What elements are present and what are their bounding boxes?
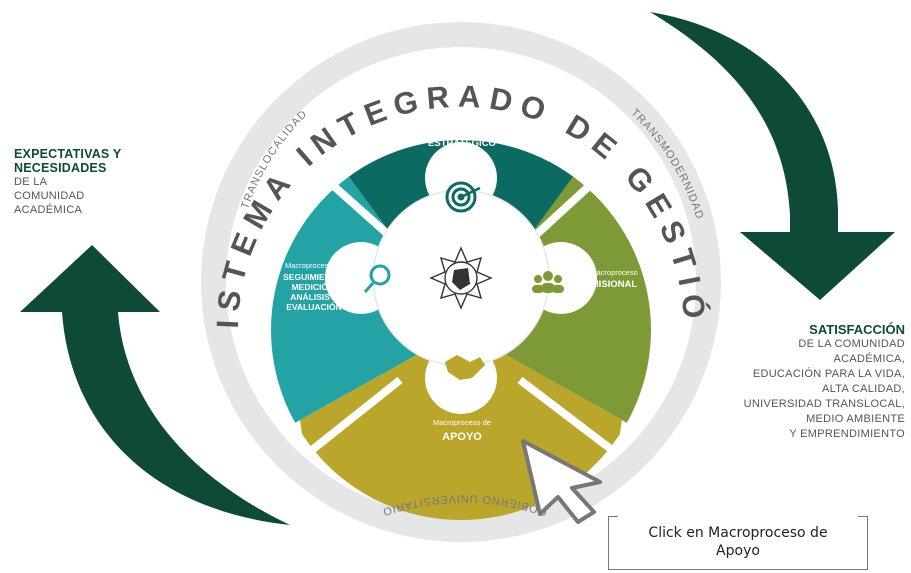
pointer-cursor-icon — [521, 439, 602, 524]
right-arrow — [650, 12, 895, 300]
expectations-text: EXPECTATIVAS Y NECESIDADES DE LA COMUNID… — [14, 147, 184, 217]
expectations-line-1: DE LA — [14, 176, 48, 188]
satisfaction-text: SATISFACCIÓN DE LA COMUNIDAD ACADÉMICA, … — [665, 322, 905, 442]
monitoring-line-4: EVALUACIÓN — [286, 301, 342, 312]
people-icon — [532, 271, 564, 293]
strategic-small-label: Macroproceso — [438, 127, 486, 136]
satisfaction-line-3: EDUCACIÓN PARA LA VIDA, — [752, 368, 905, 380]
tooltip-line-2: Apoyo — [716, 543, 760, 559]
monitoring-small-label: Macroproceso de — [285, 261, 343, 270]
support-name-label: APOYO — [442, 431, 482, 443]
satisfaction-line-7: Y EMPRENDIMIENTO — [789, 428, 905, 440]
expectations-title: EXPECTATIVAS Y NECESIDADES — [14, 147, 122, 175]
satisfaction-line-4: ALTA CALIDAD, — [822, 383, 905, 395]
sun-emblem-icon — [429, 246, 493, 310]
target-icon — [445, 181, 481, 213]
click-hint-tooltip: Click en Macroproceso de Apoyo — [608, 516, 868, 570]
satisfaction-title: SATISFACCIÓN — [809, 322, 905, 337]
monitoring-line-3: ANÁLISIS Y — [290, 292, 338, 302]
expectations-line-3: ACADÉMICA — [14, 204, 83, 216]
satisfaction-line-1: DE LA COMUNIDAD — [798, 338, 905, 350]
monitoring-line-2: MEDICIÓN, — [292, 281, 337, 292]
magnifier-icon — [363, 264, 391, 293]
satisfaction-line-2: ACADÉMICA, — [833, 353, 905, 365]
segment-dividers — [307, 162, 615, 454]
satisfaction-line-5: UNIVERSIDAD TRANSLOCAL, — [743, 398, 905, 410]
tooltip-line-1: Click en Macroproceso de — [648, 525, 828, 541]
strategic-name-label: ESTRATÉGICO — [428, 138, 496, 149]
missional-small-label: Macroproceso — [590, 268, 638, 277]
expectations-line-2: COMUNIDAD — [14, 190, 85, 202]
support-small-label: Macroproceso de — [433, 418, 491, 427]
left-arrow — [20, 245, 290, 525]
monitoring-line-1: SEGUIMIENTO, — [283, 272, 345, 282]
handshake-icon — [445, 355, 485, 380]
satisfaction-line-6: MEDIO AMBIENTE — [806, 413, 905, 425]
missional-name-label: MISIONAL — [591, 279, 638, 290]
